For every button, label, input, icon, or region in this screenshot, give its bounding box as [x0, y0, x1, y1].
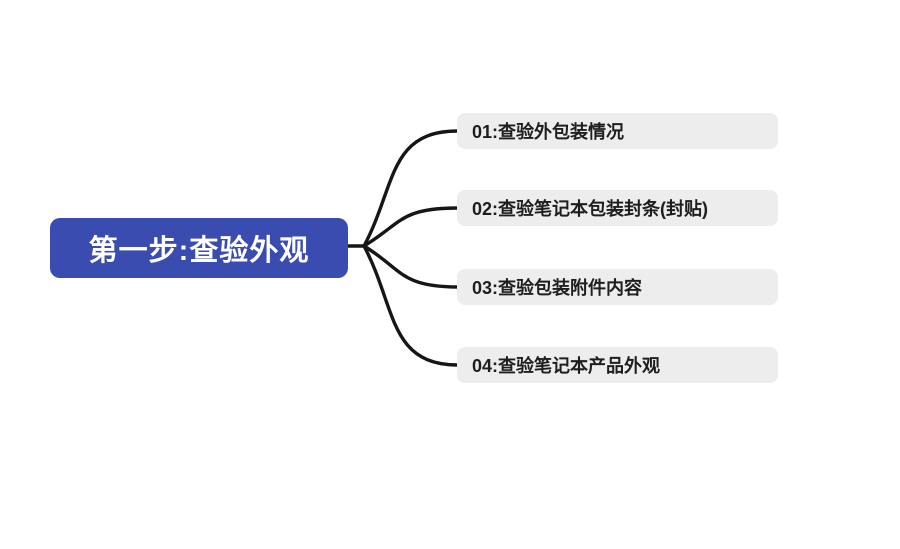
child-node-01[interactable]: 01:查验外包装情况: [457, 113, 778, 149]
root-node-label: 第一步:查验外观: [88, 235, 310, 267]
child-node-03[interactable]: 03:查验包装附件内容: [457, 269, 778, 305]
child-node-02[interactable]: 02:查验笔记本包装封条(封贴): [457, 190, 778, 226]
connector-line-3: [362, 244, 460, 289]
connector-line-1: [362, 129, 460, 248]
child-node-04[interactable]: 04:查验笔记本产品外观: [457, 347, 778, 383]
root-node-step1[interactable]: 第一步:查验外观: [50, 218, 348, 278]
child-node-label: 03:查验包装附件内容: [472, 278, 643, 298]
child-node-label: 01:查验外包装情况: [472, 122, 625, 142]
child-node-label: 02:查验笔记本包装封条(封贴): [472, 199, 709, 219]
child-node-label: 04:查验笔记本产品外观: [472, 356, 661, 376]
connector-line-4: [362, 244, 460, 367]
connector-line-2: [362, 206, 460, 248]
